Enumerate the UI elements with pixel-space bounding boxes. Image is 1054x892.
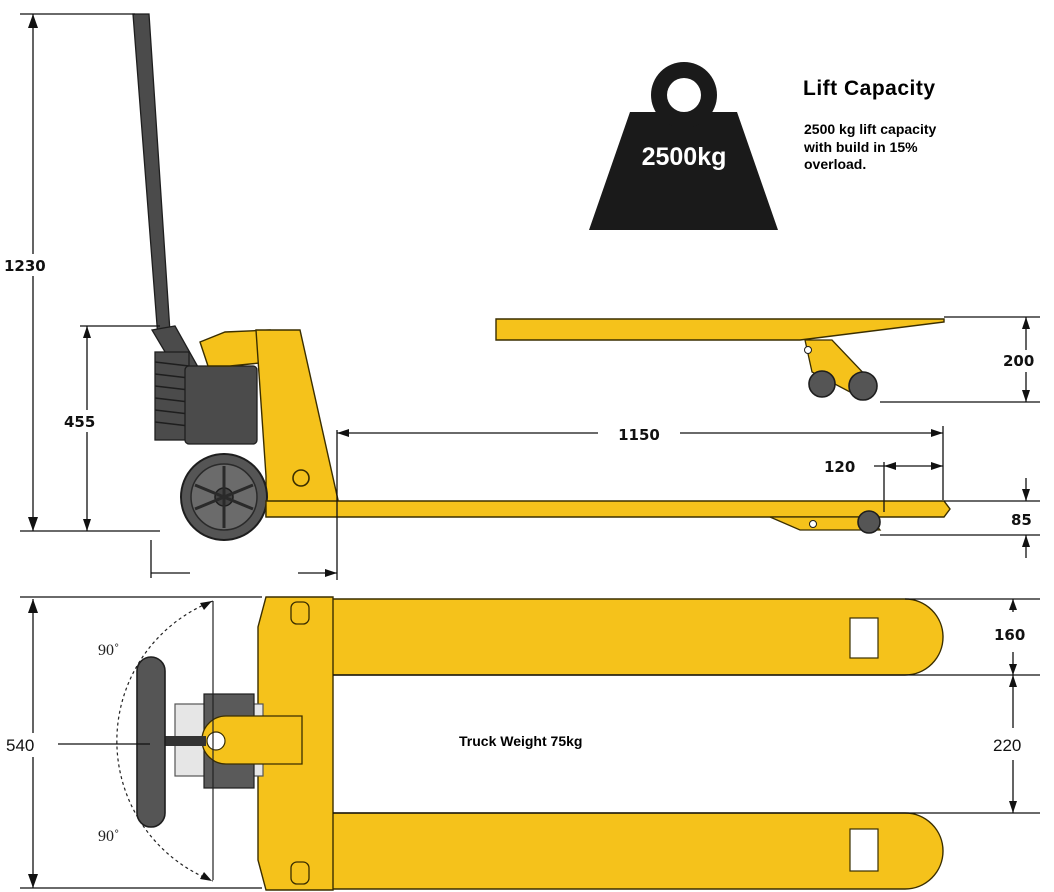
lift-capacity-panel: 2500kg Lift Capacity 2500 kg lift capaci…: [589, 62, 937, 230]
weight-icon: [589, 112, 778, 230]
dimension-fork-tip: 120: [824, 458, 943, 512]
dimension-lowered-height: 85: [880, 478, 1040, 558]
svg-text:160: 160: [994, 626, 1025, 644]
dimension-fork-gap: 220: [333, 675, 1040, 814]
angle-label-upper: 90˚: [98, 642, 119, 659]
handle-shaft: [132, 13, 171, 340]
load-roller-lowered: [857, 510, 881, 534]
dimension-overall-width: 540: [2, 596, 262, 889]
svg-text:85: 85: [1011, 511, 1032, 529]
lift-capacity-desc-2: with build in 15%: [803, 139, 918, 155]
weight-icon-label: 2500kg: [642, 143, 727, 171]
load-roller-raised-rear: [808, 370, 836, 398]
svg-text:540: 540: [6, 736, 34, 755]
fork-lower-top: [299, 812, 944, 890]
svg-text:120: 120: [824, 458, 855, 476]
svg-text:455: 455: [64, 413, 95, 431]
chassis-upright: [255, 329, 339, 517]
dimension-fork-width: 160: [333, 598, 1040, 676]
angle-label-lower: 90˚: [98, 828, 119, 845]
side-view-truck: [132, 13, 951, 541]
svg-text:1230: 1230: [4, 257, 46, 275]
handle-swing-arc: [116, 600, 214, 882]
load-roller-raised-front: [848, 371, 878, 401]
top-view-truck: 90˚ 90˚: [98, 596, 944, 891]
dimension-raised-height: 200: [880, 316, 1052, 403]
dimension-overall-height: 1230: [2, 13, 160, 532]
lift-capacity-desc-3: overload.: [804, 156, 866, 172]
fork-side: [265, 500, 951, 518]
svg-text:1150: 1150: [618, 426, 660, 444]
lift-capacity-title: Lift Capacity: [803, 77, 936, 100]
svg-text:220: 220: [993, 736, 1021, 755]
handle-grip-top: [136, 656, 166, 828]
fork-upper-top: [299, 598, 944, 676]
side-view-raised-fork: [495, 318, 945, 401]
dimension-fork-length: 1150: [337, 426, 944, 500]
lift-capacity-desc-1: 2500 kg lift capacity: [804, 121, 937, 137]
pump-body: [184, 365, 258, 445]
truck-weight-label: Truck Weight 75kg: [459, 733, 582, 749]
dimension-chassis-length: [150, 430, 338, 580]
svg-text:200: 200: [1003, 352, 1034, 370]
dimension-handle-height: 455: [62, 325, 160, 531]
